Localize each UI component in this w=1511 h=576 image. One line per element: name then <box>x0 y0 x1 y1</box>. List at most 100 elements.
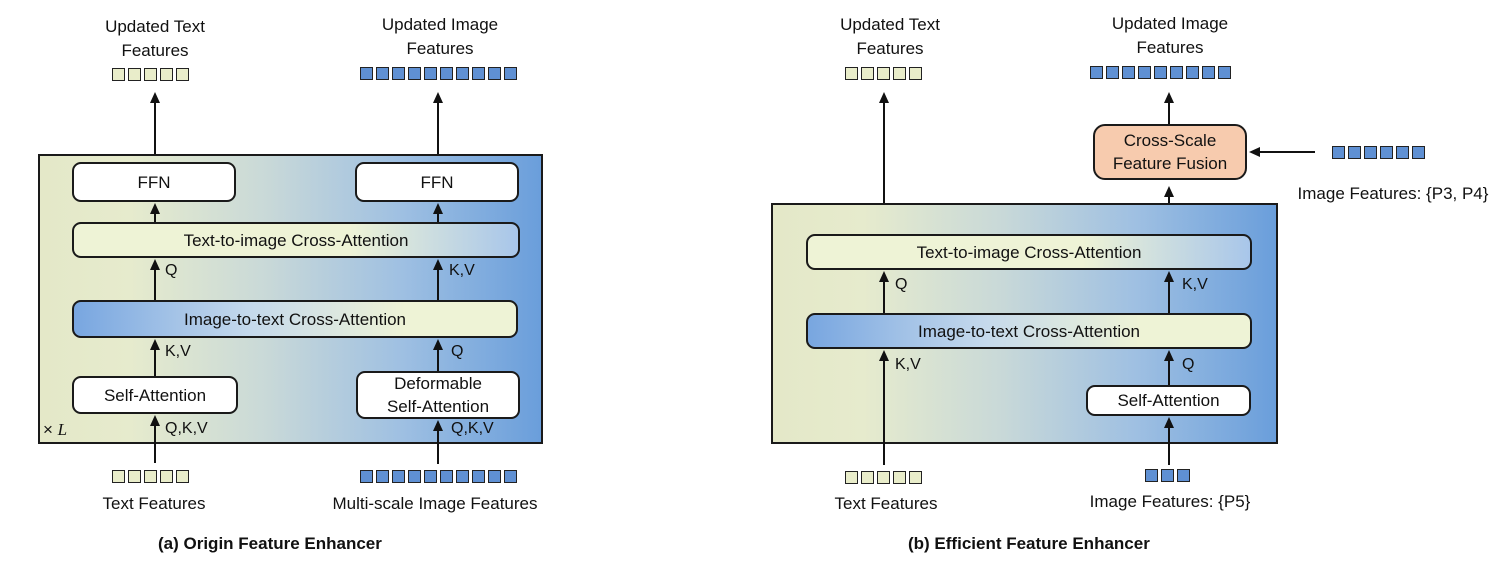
a-text-features-label: Text Features <box>102 494 206 513</box>
image-token <box>376 470 389 483</box>
a-arrow-text-in-head <box>150 415 160 426</box>
text-token <box>112 68 125 81</box>
image-token <box>456 470 469 483</box>
b-image-input-tokens <box>1145 469 1190 482</box>
image-token <box>504 470 517 483</box>
text-token <box>176 470 189 483</box>
image-token <box>1138 66 1151 79</box>
image-token <box>1396 146 1409 159</box>
image-token <box>440 67 453 80</box>
a-ffn-left: FFN <box>72 162 236 202</box>
text-token <box>861 67 874 80</box>
b-side-image-tokens <box>1332 146 1425 159</box>
b-arrow-q-lower <box>1168 354 1170 385</box>
b-updated-image-tokens <box>1090 66 1231 79</box>
image-token <box>1202 66 1215 79</box>
b-updated-text-label: Updated Text Features <box>840 15 940 58</box>
b-arrow-text-out-head <box>879 92 889 103</box>
text-token <box>144 470 157 483</box>
b-cross-scale-feature-fusion: Cross-Scale Feature Fusion <box>1093 124 1247 180</box>
a-arrow-t2i-to-ffn-right-head <box>433 203 443 214</box>
a-ffn-right: FFN <box>355 162 519 202</box>
a-kv-upper-label: K,V <box>449 262 475 279</box>
a-kv-lower-label: K,V <box>165 343 191 360</box>
image-token <box>1177 469 1190 482</box>
text-token <box>112 470 125 483</box>
b-arrow-kv-up-head <box>1164 271 1174 282</box>
b-arrow-q-up <box>883 275 885 313</box>
b-arrow-side-in <box>1255 151 1315 153</box>
image-token <box>1412 146 1425 159</box>
b-image-to-text-cross-attention: Image-to-text Cross-Attention <box>806 313 1252 349</box>
image-token <box>424 470 437 483</box>
b-arrow-t2i-to-fusion-head <box>1164 186 1174 197</box>
a-arrow-kv-lower <box>154 343 156 376</box>
a-arrow-image-in <box>437 424 439 464</box>
a-arrow-image-out <box>437 98 439 162</box>
image-token <box>488 470 501 483</box>
a-arrow-kv-lower-head <box>150 339 160 350</box>
image-token <box>360 67 373 80</box>
b-self-attention: Self-Attention <box>1086 385 1251 416</box>
a-arrow-image-out-head <box>433 92 443 103</box>
a-arrow-text-out <box>154 98 156 162</box>
image-token <box>392 470 405 483</box>
text-token <box>845 67 858 80</box>
text-token <box>845 471 858 484</box>
a-arrow-q-up <box>154 263 156 300</box>
a-qkv-left-label: Q,K,V <box>165 420 208 437</box>
image-token <box>1332 146 1345 159</box>
image-token <box>488 67 501 80</box>
text-token <box>128 470 141 483</box>
image-token <box>1122 66 1135 79</box>
b-q-upper-label: Q <box>895 276 908 293</box>
image-token <box>1348 146 1361 159</box>
text-token <box>128 68 141 81</box>
a-arrow-kv-up <box>437 263 439 300</box>
a-self-attention: Self-Attention <box>72 376 238 414</box>
a-repeat-label: × L <box>43 420 68 439</box>
text-token <box>176 68 189 81</box>
a-arrow-q-lower-head <box>433 339 443 350</box>
text-token <box>877 67 890 80</box>
a-updated-image-tokens <box>360 67 517 80</box>
b-arrow-side-in-head <box>1249 147 1260 157</box>
a-updated-text-tokens <box>112 68 189 81</box>
a-deformable-self-attention: Deformable Self-Attention <box>356 371 520 419</box>
a-updated-image-label: Updated Image Features <box>381 15 499 58</box>
image-token <box>1106 66 1119 79</box>
image-token <box>392 67 405 80</box>
image-token <box>408 470 421 483</box>
image-token <box>424 67 437 80</box>
image-token <box>1090 66 1103 79</box>
a-arrow-q-up-head <box>150 259 160 270</box>
image-token <box>1380 146 1393 159</box>
b-caption: (b) Efficient Feature Enhancer <box>908 534 1150 553</box>
image-token <box>408 67 421 80</box>
image-token <box>1218 66 1231 79</box>
b-kv-lower-label: K,V <box>895 356 921 373</box>
b-updated-text-tokens <box>845 67 922 80</box>
a-arrow-t2i-to-ffn-right <box>437 208 439 222</box>
a-arrow-text-out-head <box>150 92 160 103</box>
a-arrow-t2i-to-ffn-left-head <box>150 203 160 214</box>
image-token <box>360 470 373 483</box>
b-arrow-fusion-out-head <box>1164 92 1174 103</box>
image-token <box>1364 146 1377 159</box>
a-arrow-text-in <box>154 419 156 463</box>
a-image-features-label: Multi-scale Image Features <box>332 494 538 513</box>
b-text-input-tokens <box>845 471 922 484</box>
a-caption: (a) Origin Feature Enhancer <box>158 534 382 553</box>
image-token <box>1154 66 1167 79</box>
image-token <box>472 67 485 80</box>
a-arrow-kv-up-head <box>433 259 443 270</box>
image-token <box>1145 469 1158 482</box>
text-token <box>160 470 173 483</box>
text-token <box>893 471 906 484</box>
a-qkv-right-label: Q,K,V <box>451 420 494 437</box>
b-arrow-kv-up <box>1168 275 1170 313</box>
text-token <box>893 67 906 80</box>
b-arrow-kv-lower-head <box>879 350 889 361</box>
image-token <box>1170 66 1183 79</box>
image-token <box>1186 66 1199 79</box>
